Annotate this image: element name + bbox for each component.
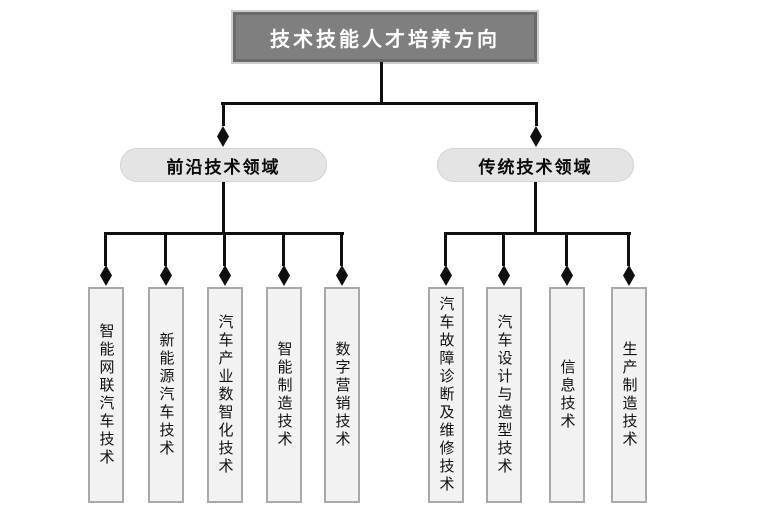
leaf-node-auto-design-styling: 汽车设计与造型技术 — [486, 287, 522, 503]
leaf-node-auto-industry-digitalization: 汽车产业数智化技术 — [207, 287, 243, 503]
leaf-label: 新能源汽车技术 — [157, 332, 174, 458]
connector-line — [222, 182, 225, 234]
connector-line — [444, 232, 631, 235]
leaf-node-digital-marketing: 数字营销技术 — [324, 287, 360, 503]
leaf-label: 数字营销技术 — [333, 341, 350, 449]
connector-line — [627, 232, 630, 266]
arrow-diamond — [561, 265, 573, 286]
leaf-label: 汽车产业数智化技术 — [216, 314, 233, 476]
connector-line — [444, 232, 447, 266]
leaf-node-production-manufacturing: 生产制造技术 — [611, 287, 647, 503]
arrow-diamond — [160, 265, 172, 286]
connector-line — [535, 102, 538, 126]
connector-line — [282, 232, 285, 266]
leaf-node-new-energy-vehicle: 新能源汽车技术 — [148, 287, 184, 503]
connector-line — [104, 232, 107, 266]
leaf-node-information-technology: 信息技术 — [549, 287, 585, 503]
connector-line — [502, 232, 505, 266]
root-node: 技术技能人才培养方向 — [231, 10, 539, 64]
connector-line — [223, 232, 226, 266]
branch-node-frontier: 前沿技术领域 — [120, 148, 327, 182]
connector-line — [164, 232, 167, 266]
leaf-node-auto-fault-diagnosis-repair: 汽车故障诊断及维修技术 — [428, 287, 464, 503]
connector-line — [565, 232, 568, 266]
leaf-label: 智能制造技术 — [275, 341, 292, 449]
arrow-diamond — [219, 265, 231, 286]
arrow-diamond — [623, 265, 635, 286]
leaf-node-intelligent-manufacturing: 智能制造技术 — [266, 287, 302, 503]
connector-line — [340, 232, 343, 266]
leaf-label: 智能网联汽车技术 — [97, 323, 114, 467]
leaf-node-intelligent-connected-vehicle: 智能网联汽车技术 — [88, 287, 124, 503]
arrow-diamond — [530, 126, 542, 147]
arrow-diamond — [100, 265, 112, 286]
leaf-label: 汽车故障诊断及维修技术 — [437, 296, 454, 494]
arrow-diamond — [336, 265, 348, 286]
arrow-diamond — [440, 265, 452, 286]
arrow-diamond — [498, 265, 510, 286]
connector-line — [380, 62, 383, 103]
arrow-diamond — [217, 126, 229, 147]
arrow-diamond — [278, 265, 290, 286]
leaf-label: 汽车设计与造型技术 — [495, 314, 512, 476]
branch-node-traditional: 传统技术领域 — [437, 148, 634, 182]
connector-line — [534, 182, 537, 234]
leaf-label: 信息技术 — [558, 359, 575, 431]
connector-line — [221, 102, 538, 105]
leaf-label: 生产制造技术 — [620, 341, 637, 449]
connector-line — [222, 102, 225, 126]
